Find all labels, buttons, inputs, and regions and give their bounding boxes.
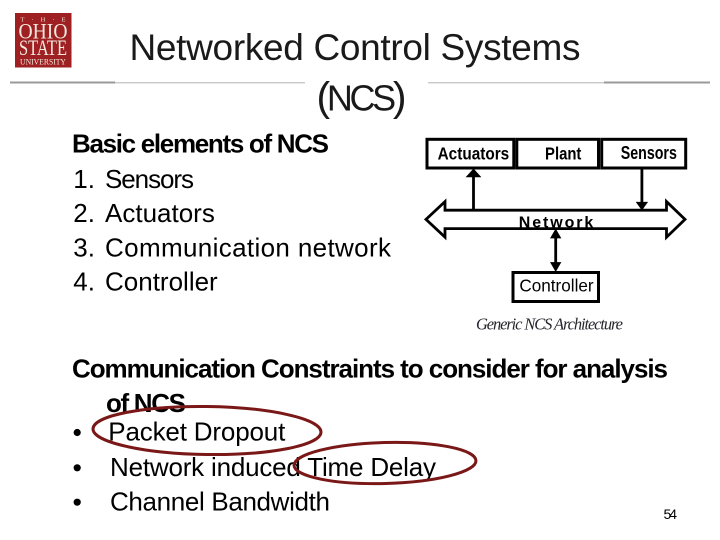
svg-text:STATE: STATE [19,37,67,61]
svg-text:Actuators: Actuators [105,198,215,228]
svg-text:Generic NCS Architecture: Generic NCS Architecture [476,315,623,334]
svg-text:Packet Dropout: Packet Dropout [108,417,286,447]
svg-text:Plant: Plant [545,144,582,164]
svg-text:(NCS): (NCS) [317,74,407,120]
svg-text:4.: 4. [73,267,95,297]
svg-text:T · H · E: T · H · E [21,17,66,24]
svg-text:Controller: Controller [105,267,218,297]
svg-text:UNIVERSITY: UNIVERSITY [20,57,66,66]
svg-text:Controller: Controller [519,275,594,295]
svg-text:Sensors: Sensors [621,144,677,164]
svg-text:Networked Control Systems: Networked Control Systems [130,27,581,68]
svg-text:1.: 1. [73,164,95,194]
svg-text:54: 54 [664,506,678,522]
svg-text:Sensors: Sensors [105,164,194,194]
svg-text:Communication Constraints to c: Communication Constraints to consider fo… [72,354,668,384]
svg-text:Communication network: Communication network [105,232,392,262]
svg-text:Network induced Time Delay: Network induced Time Delay [110,452,436,482]
svg-text:Actuators: Actuators [438,143,510,163]
svg-text:OHIO: OHIO [19,18,68,43]
svg-text:Network: Network [519,215,595,232]
svg-text:3.: 3. [73,232,95,262]
svg-text:2.: 2. [73,198,95,228]
svg-text:Basic elements of NCS: Basic elements of NCS [72,128,329,158]
svg-text:Channel Bandwidth: Channel Bandwidth [110,486,330,516]
